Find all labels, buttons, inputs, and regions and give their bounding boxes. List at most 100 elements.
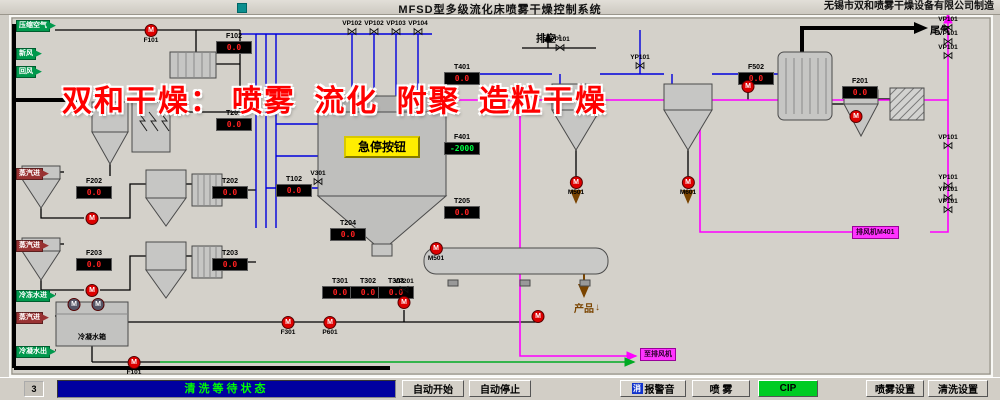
- pump[interactable]: M: [85, 284, 99, 297]
- motor-icon: M: [849, 110, 863, 123]
- source-tag: 蒸汽进 ▶: [16, 311, 49, 324]
- cyclone3-body: [145, 241, 187, 271]
- instrument-tag-label: T202: [222, 178, 238, 185]
- emergency-stop-button[interactable]: 急停按钮: [344, 136, 420, 158]
- instrument-tag-label: T302: [360, 278, 376, 285]
- pump[interactable]: M: [397, 296, 411, 309]
- auto-stop-button[interactable]: 自动停止: [469, 380, 531, 397]
- flow-tag: 排空 ↑: [536, 30, 562, 45]
- motor-icon: M: [85, 212, 99, 225]
- app-icon: [237, 3, 247, 13]
- valve[interactable]: YP101 ⋈: [630, 54, 650, 71]
- instrument-display: T401 0.0: [444, 64, 480, 85]
- motor-icon: M: [144, 24, 158, 37]
- status-display: 清洗等待状态: [57, 380, 396, 398]
- valve[interactable]: VP102 ⋈: [364, 20, 384, 37]
- flow-arrow-icon: ↓: [595, 302, 600, 313]
- pump[interactable]: M: [741, 80, 755, 93]
- mute-icon: 消: [631, 383, 643, 394]
- valve-icon: ⋈: [346, 25, 358, 38]
- valve[interactable]: YP101 ⋈: [938, 174, 958, 191]
- pump-tag-label: M501: [427, 255, 445, 262]
- instrument-tag-label: F202: [86, 178, 102, 185]
- valve-tag-label: YP101: [938, 174, 958, 181]
- instrument-value: 0.0: [212, 258, 248, 271]
- instrument-display: T202 0.0: [212, 178, 248, 199]
- motor-icon: M: [281, 316, 295, 329]
- instrument-display: T205 0.0: [444, 198, 480, 219]
- spray-settings-button[interactable]: 喷雾设置: [866, 380, 924, 397]
- arrow-icon: ▶: [42, 240, 49, 250]
- motor-icon: M: [681, 176, 695, 189]
- pump[interactable]: M M501: [568, 176, 584, 196]
- pump[interactable]: M: [85, 212, 99, 225]
- valve[interactable]: VP101 ⋈: [938, 44, 958, 61]
- motor-icon: M: [323, 316, 337, 329]
- tailgas-arrow: [914, 22, 928, 34]
- source-tag: 压缩空气 ▶: [16, 19, 56, 32]
- arrow-icon: ▶: [42, 168, 49, 178]
- duct-destination-tag: 至排风机: [640, 348, 676, 361]
- arrow-icon: ▶: [49, 290, 56, 300]
- pump[interactable]: M F101: [144, 24, 158, 44]
- source-tag: 回风 ▶: [16, 65, 42, 78]
- auto-start-button[interactable]: 自动开始: [402, 380, 464, 397]
- valve[interactable]: YP101 ⋈: [938, 186, 958, 203]
- valve-icon: ⋈: [942, 191, 954, 204]
- spray-button[interactable]: 喷 雾: [692, 380, 750, 397]
- instrument-value: 0.0: [444, 72, 480, 85]
- cip-button[interactable]: CIP: [758, 380, 818, 397]
- valve[interactable]: VP101 ⋈: [938, 134, 958, 151]
- arrow-icon: ▶: [42, 312, 49, 322]
- hatch-filter: [889, 87, 925, 121]
- pump[interactable]: M: [67, 298, 81, 311]
- valve[interactable]: VP101 ⋈: [938, 198, 958, 215]
- valve-tag-label: YP101: [938, 186, 958, 193]
- instrument-display: T204 0.0: [330, 220, 366, 241]
- valve-icon: ⋈: [412, 25, 424, 38]
- fluid-bed-damper3: [579, 279, 591, 287]
- pump[interactable]: M P601: [322, 316, 338, 336]
- flow-tag-label: 尾气: [930, 26, 950, 37]
- source-tag-label: 冷冻水进: [16, 289, 50, 302]
- pump-tag-label: F101: [126, 369, 142, 376]
- clean-settings-button[interactable]: 清洗设置: [928, 380, 988, 397]
- pump[interactable]: M M601: [680, 176, 696, 196]
- instrument-tag-label: T303: [388, 278, 404, 285]
- valve[interactable]: VP201 ⋈: [394, 278, 414, 295]
- mute-alarm-button[interactable]: 消 报警音: [620, 380, 686, 397]
- pump-tag-label: P601: [322, 329, 338, 336]
- cyclone-right1-cone: [551, 109, 601, 151]
- instrument-value: 0.0: [378, 286, 414, 299]
- instrument-tag-label: F401: [454, 134, 470, 141]
- valve[interactable]: VP102 ⋈: [342, 20, 362, 37]
- valve[interactable]: VP101 ⋈: [550, 36, 570, 53]
- valve[interactable]: VP103 ⋈: [386, 20, 406, 37]
- valve-tag-label: VP101: [938, 44, 958, 51]
- valve-tag-label: VP104: [408, 20, 428, 27]
- instrument-value: 0.0: [276, 184, 312, 197]
- valve-tag-label: VP101: [938, 30, 958, 37]
- pump[interactable]: M F301: [281, 316, 295, 336]
- valve[interactable]: VP104 ⋈: [408, 20, 428, 37]
- arrow-icon: ▶: [35, 48, 42, 58]
- instrument-tag-label: T401: [454, 64, 470, 71]
- flow-tag-label: 排空: [536, 34, 556, 45]
- valve[interactable]: V301 ⋈: [310, 170, 325, 187]
- instrument-value: 0.0: [330, 228, 366, 241]
- instrument-tag-label: T301: [332, 278, 348, 285]
- source-tag-label: 蒸汽进: [16, 311, 43, 324]
- valve-icon: ⋈: [398, 283, 410, 296]
- pump[interactable]: M F101: [126, 356, 142, 376]
- valve[interactable]: VP101 ⋈: [938, 30, 958, 47]
- valve-tag-label: VP102: [342, 20, 362, 27]
- pump[interactable]: M: [849, 110, 863, 123]
- instrument-tag-label: F201: [852, 78, 868, 85]
- pump[interactable]: M: [531, 310, 545, 323]
- pump[interactable]: M M501: [428, 242, 444, 262]
- pump[interactable]: M: [91, 298, 105, 311]
- motor-icon: M: [569, 176, 583, 189]
- motor-icon: M: [531, 310, 545, 323]
- instrument-value: 0.0: [444, 206, 480, 219]
- source-tag: 冷冻水进 ▶: [16, 289, 56, 302]
